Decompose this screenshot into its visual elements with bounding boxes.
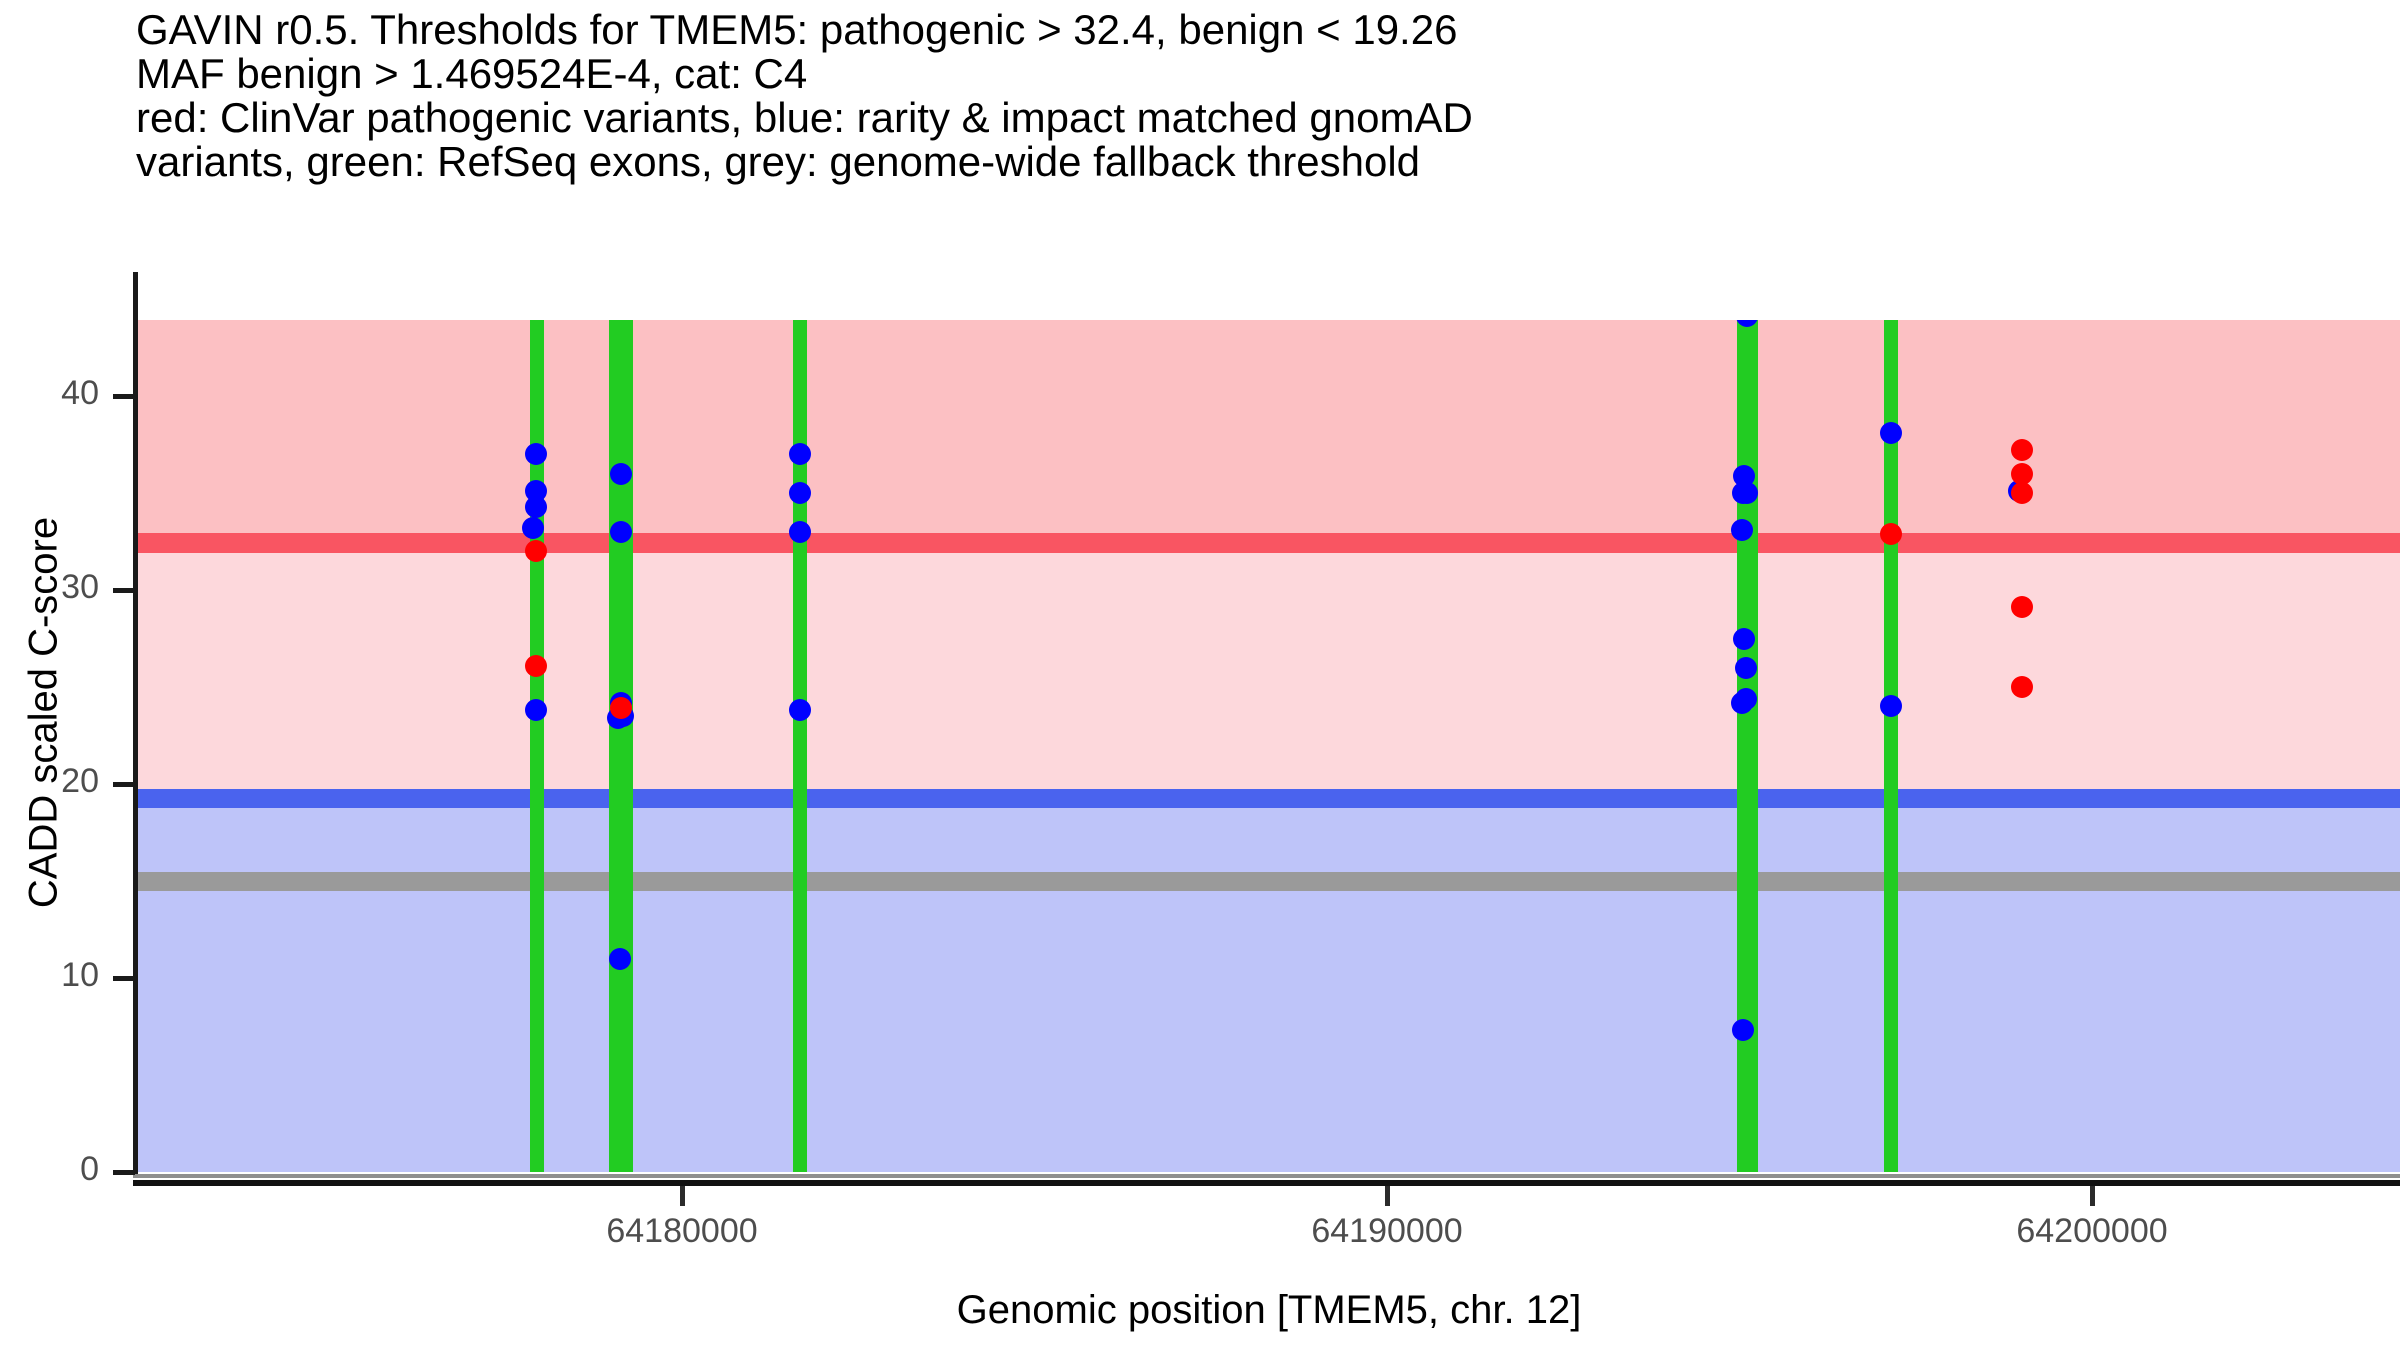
clinvar-variant-point [2010, 462, 2033, 485]
x-axis-tick-label: 64200000 [2016, 1212, 2168, 1250]
gnomad-variant-point [1735, 320, 1758, 328]
gnomad-variant-point [525, 495, 548, 518]
y-axis-title: CADD scaled C-score [21, 516, 66, 909]
fallback-threshold-line [138, 871, 2400, 891]
clinvar-variant-point [525, 540, 548, 563]
y-axis-tick [113, 782, 135, 787]
y-axis-line [133, 272, 138, 1176]
y-axis-tick [113, 394, 135, 399]
gnomad-variant-point [1880, 421, 1903, 444]
title-line-2: MAF benign > 1.469524E-4, cat: C4 [136, 50, 808, 97]
pathogenic-threshold-line [138, 533, 2400, 554]
gnomad-variant-point [522, 516, 545, 539]
gnomad-variant-point [525, 699, 548, 722]
x-axis-line [133, 1180, 2400, 1186]
x-axis-tick-label: 64190000 [1311, 1212, 1463, 1250]
clinvar-variant-point [2010, 482, 2033, 504]
gnomad-variant-point [789, 520, 812, 543]
gnomad-variant-point [610, 520, 633, 543]
y-axis-tick [113, 1170, 135, 1175]
plot-panel [138, 320, 2400, 1172]
y-axis-tick-label: 0 [80, 1150, 99, 1188]
y-axis-tick-label: 40 [61, 374, 99, 412]
gnomad-variant-point [1734, 656, 1757, 679]
y-axis-tick-label: 30 [61, 568, 99, 606]
clinvar-variant-point [1880, 522, 1903, 545]
title-line-3: red: ClinVar pathogenic variants, blue: … [136, 94, 1473, 141]
clinvar-variant-point [2010, 439, 2033, 462]
x-axis-tick [680, 1186, 685, 1206]
y-axis-tick-label: 10 [61, 956, 99, 994]
clinvar-variant-point [610, 697, 633, 720]
benign-zone-band [138, 798, 2400, 1172]
gnomad-variant-point [1733, 464, 1756, 487]
gnomad-variant-point [1734, 687, 1757, 710]
gnomad-variant-point [1880, 695, 1903, 718]
clinvar-variant-point [2010, 596, 2033, 619]
x-axis-title: Genomic position [TMEM5, chr. 12] [956, 1288, 1582, 1332]
title-line-1: GAVIN r0.5. Thresholds for TMEM5: pathog… [136, 6, 1458, 53]
y-axis-tick [113, 976, 135, 981]
gnomad-variant-point [608, 947, 631, 970]
refseq-exon-marker [1884, 320, 1899, 1172]
refseq-exon-marker [618, 320, 633, 1172]
gnomad-variant-point [610, 462, 633, 485]
vus-zone-band [138, 543, 2400, 799]
gnomad-variant-point [789, 699, 812, 722]
gnomad-variant-point [789, 443, 812, 466]
x-axis-grey-line [133, 1174, 2400, 1178]
pathogenic-zone-band [138, 320, 2400, 544]
x-axis-tick [1385, 1186, 1390, 1206]
x-axis-tick [2090, 1186, 2095, 1206]
benign-threshold-line [138, 788, 2400, 808]
gnomad-variant-point [1732, 1019, 1755, 1042]
plot-title: GAVIN r0.5. Thresholds for TMEM5: pathog… [136, 8, 2336, 184]
clinvar-variant-point [2010, 676, 2033, 698]
gnomad-variant-point [525, 443, 548, 466]
title-line-4: variants, green: RefSeq exons, grey: gen… [136, 138, 1421, 185]
gnomad-variant-point [1731, 518, 1754, 541]
gnomad-variant-point [789, 482, 812, 504]
y-axis-tick [113, 588, 135, 593]
refseq-exon-marker [1744, 320, 1759, 1172]
clinvar-variant-point [525, 654, 548, 677]
x-axis-tick-label: 64180000 [606, 1212, 758, 1250]
y-axis-tick-label: 20 [61, 762, 99, 800]
gnomad-variant-point [1733, 627, 1756, 650]
gnomad-variant-point [1736, 482, 1759, 504]
